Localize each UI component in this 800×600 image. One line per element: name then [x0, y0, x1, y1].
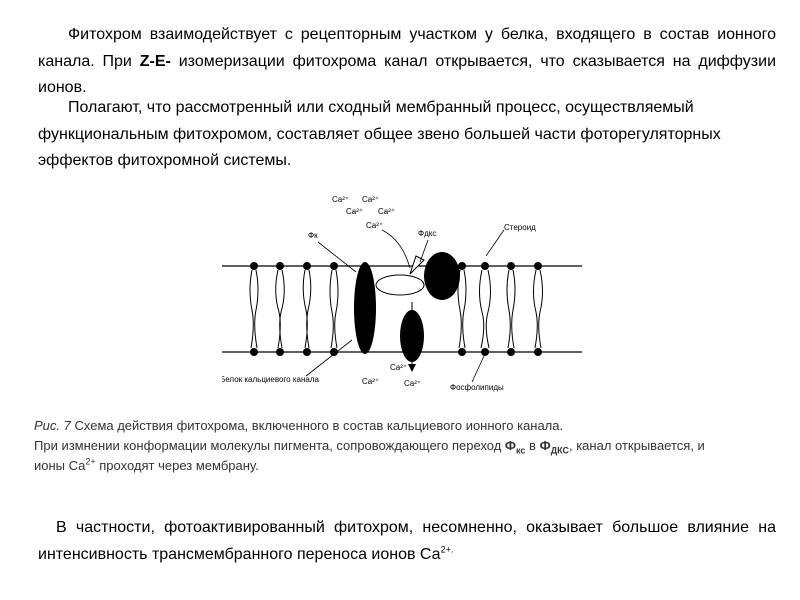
protein-label: Белок кальциевого канала: [222, 375, 320, 384]
ca-entry-arrow: [381, 229, 411, 269]
caption-line-3-text-b: проходят через мембрану.: [95, 458, 259, 473]
caption-title: Схема действия фитохрома, включенного в …: [70, 418, 564, 433]
ca-label-top-1: Ca²⁺: [332, 195, 349, 204]
diagram-svg: Ca²⁺ Ca²⁺ Ca²⁺ Ca²⁺ Ca²⁺ Фк Фдкс Стероид…: [220, 195, 582, 392]
steroid-label: Стероид: [504, 223, 536, 232]
para1-bold: Z-E-: [139, 52, 171, 70]
caption-phi-2: Ф: [539, 438, 551, 453]
paragraph-membrane-process: Полагают, что рассмотренный или сходный …: [38, 99, 721, 169]
caption-line-2-text-a: При измнении конформации молекулы пигмен…: [34, 438, 505, 453]
phytochrome-dks: [424, 252, 460, 300]
phospholipid-group-left: [249, 262, 339, 356]
steroid-pointer: [485, 229, 505, 257]
phi-dks-pointer: [419, 239, 429, 263]
phi-k-pointer: [317, 241, 357, 273]
channel-protein-left: [354, 262, 376, 354]
ca-label-top-2: Ca²⁺: [362, 195, 379, 204]
caption-phi-1: Ф: [504, 438, 517, 453]
paragraph-transmembrane-transport: В частности, фотоактивированный фитохром…: [38, 515, 776, 568]
figure-caption: Рис. 7 Схема действия фитохрома, включен…: [34, 416, 784, 476]
phi-dks-label: Фдкс: [418, 229, 436, 238]
phospholipid-group-right: [457, 262, 543, 356]
para4-sup: 2+.: [440, 544, 454, 555]
para4-text: В частности, фотоактивированный фитохром…: [38, 519, 776, 563]
caption-mid: в: [525, 438, 540, 453]
caption-line-2-text-b: , канал открывается, и: [568, 438, 705, 453]
calcium-channel-diagram: Ca²⁺ Ca²⁺ Ca²⁺ Ca²⁺ Ca²⁺ Фк Фдкс Стероид…: [220, 190, 582, 402]
phospholipids-label: Фосфолипиды: [450, 383, 504, 392]
caption-line-2: При измнении конформации молекулы пигмен…: [34, 436, 784, 456]
para1-text-b: изомеризации фитохрома канал открывается…: [38, 52, 777, 97]
caption-line-3-text-a: ионы Са: [34, 458, 86, 473]
ca-label-top-4: Ca²⁺: [378, 207, 395, 216]
caption-line-3: ионы Са2+ проходят через мембрану.: [34, 456, 784, 476]
ion-flow-arrowhead: [408, 364, 416, 372]
paragraph-phytochrome-interaction: Фитохром взаимодействует с рецепторным у…: [38, 22, 776, 102]
caption-line-1: Рис. 7 Схема действия фитохрома, включен…: [34, 416, 784, 436]
ca-label-top-3: Ca²⁺: [346, 207, 363, 216]
phytochrome-k: [375, 274, 425, 296]
ca-label-top-5: Ca²⁺: [366, 221, 383, 230]
para1-text-a: Фитохром взаимодействует с рецепторным у…: [38, 26, 776, 70]
protein-pointer: [305, 339, 353, 377]
phi-k-label: Фк: [308, 231, 318, 240]
ca-label-bottom-3: Ca²⁺: [404, 379, 421, 388]
caption-phi-1-sub: кс: [516, 445, 526, 456]
phospholipids-pointer: [471, 355, 485, 383]
chromophore: [409, 255, 425, 275]
ca-label-bottom-1: Ca²⁺: [362, 377, 379, 386]
caption-prefix: Рис. 7: [34, 418, 71, 433]
caption-phi-2-sub: ДКС: [550, 445, 569, 456]
ca-label-bottom-2: Ca²⁺: [390, 363, 407, 372]
caption-line-3-sup: 2+: [85, 456, 96, 467]
